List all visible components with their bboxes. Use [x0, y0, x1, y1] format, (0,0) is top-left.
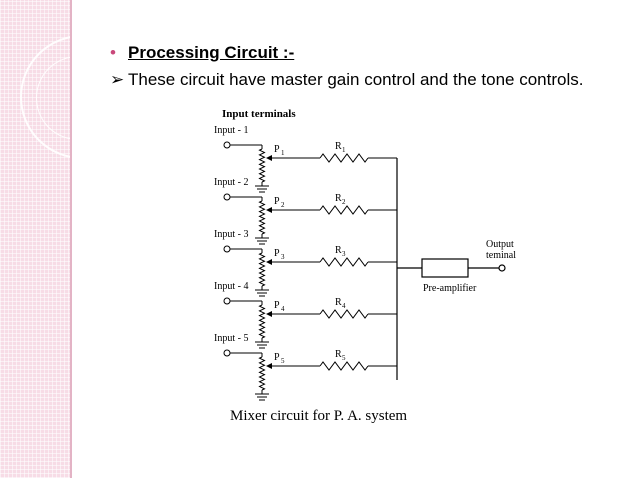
slide-body-text: These circuit have master gain control a…: [128, 70, 584, 89]
pot-label: P: [274, 196, 280, 207]
pot-label-sub: 4: [281, 305, 285, 313]
input-label: Input - 1: [214, 125, 248, 136]
pot-label-sub: 3: [281, 253, 285, 261]
resistor: [319, 257, 369, 267]
bullet-icon: •: [110, 43, 116, 62]
heading-row: • Processing Circuit :-: [110, 43, 294, 63]
diagram-title: Input terminals: [222, 108, 296, 120]
input-jack-icon: [223, 141, 231, 149]
wiper-arrow-icon: [266, 207, 272, 213]
input-label: Input - 4: [214, 281, 248, 292]
body-row: ➢These circuit have master gain control …: [110, 70, 583, 90]
preamp-label: Pre-amplifier: [423, 283, 477, 294]
wiper-arrow-icon: [266, 311, 272, 317]
resistor-label-sub: 5: [342, 354, 346, 362]
wiper-arrow-icon: [266, 155, 272, 161]
resistor-label-sub: 3: [342, 250, 346, 258]
input-label: Input - 5: [214, 333, 248, 344]
resistor-label-sub: 1: [342, 146, 346, 154]
wiper-arrow-icon: [266, 259, 272, 265]
resistor: [319, 153, 369, 163]
potentiometer: [258, 252, 266, 287]
potentiometer: [258, 304, 266, 339]
pot-label-sub: 1: [281, 149, 285, 157]
resistor-label: R: [335, 245, 342, 256]
wiper-arrow-icon: [266, 363, 272, 369]
input-jack-icon: [223, 193, 231, 201]
input-jack-icon: [223, 245, 231, 253]
pot-label: P: [274, 248, 280, 259]
input-jack-icon: [223, 297, 231, 305]
preamp-block: [421, 258, 469, 278]
potentiometer: [258, 356, 266, 391]
resistor: [319, 205, 369, 215]
resistor-label-sub: 2: [342, 198, 346, 206]
resistor-label: R: [335, 193, 342, 204]
sidebar-edge: [70, 0, 72, 478]
decorative-sidebar: [0, 0, 70, 478]
pot-label: P: [274, 144, 280, 155]
potentiometer: [258, 200, 266, 235]
input-jack-icon: [223, 349, 231, 357]
input-label: Input - 3: [214, 229, 248, 240]
resistor-label: R: [335, 297, 342, 308]
slide-heading: Processing Circuit :-: [128, 43, 295, 62]
input-label: Input - 2: [214, 177, 248, 188]
resistor: [319, 361, 369, 371]
pot-label-sub: 2: [281, 201, 285, 209]
resistor: [319, 309, 369, 319]
resistor-label-sub: 4: [342, 302, 346, 310]
pot-label-sub: 5: [281, 357, 285, 365]
resistor-label: R: [335, 141, 342, 152]
output-terminal-icon: [498, 264, 506, 272]
output-label-line1: Output: [486, 239, 514, 250]
potentiometer: [258, 148, 266, 183]
output-label-line2: teminal: [486, 250, 516, 261]
arrow-bullet-icon: ➢: [110, 70, 125, 89]
pot-label: P: [274, 352, 280, 363]
resistor-label: R: [335, 349, 342, 360]
pot-label: P: [274, 300, 280, 311]
diagram-caption: Mixer circuit for P. A. system: [230, 408, 407, 424]
